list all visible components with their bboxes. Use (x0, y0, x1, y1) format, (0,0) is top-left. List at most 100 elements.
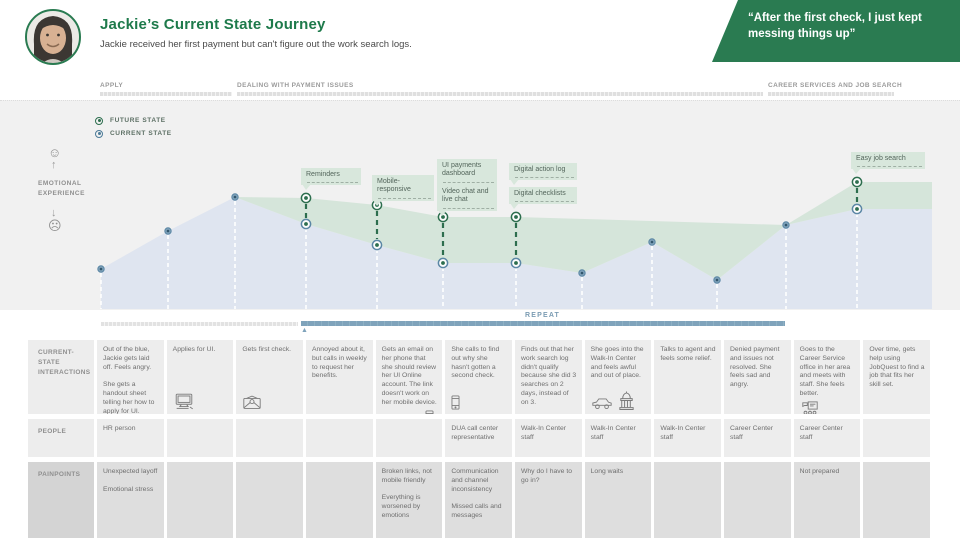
painpoint-cell-9 (654, 462, 721, 538)
painpoint-cell-11: Not prepared (793, 462, 861, 538)
interaction-cell-4: Annoyed about it, but calls in weekly to… (305, 340, 373, 414)
painpoint-cell-8: Long waits (584, 462, 652, 538)
current-state-point (578, 269, 586, 277)
current-state-point (164, 227, 172, 235)
future-state-area (235, 182, 932, 280)
arrow-up-icon: ↑ (51, 159, 57, 171)
interaction-cell-1: Out of the blue, Jackie gets laid off. F… (97, 340, 164, 414)
avatar (25, 9, 81, 65)
legend: FUTURE STATE CURRENT STATE (95, 114, 172, 140)
phase-label: APPLY (100, 82, 124, 89)
people-text: HR person (103, 425, 136, 432)
arrow-down-icon: ↓ (51, 206, 57, 219)
people-cell-10: Career Center staff (723, 419, 791, 457)
interaction-cell-2: Applies for UI. (166, 340, 234, 414)
people-text: DUA call center representative (451, 425, 499, 441)
legend-label: FUTURE STATE (110, 117, 166, 124)
people-cell-2 (166, 419, 234, 457)
painpoint-cell-1: Unexpected layoff Emotional stress (97, 462, 164, 538)
repeat-start-marker: ▲ (301, 327, 308, 334)
people-text: Walk-In Center staff (520, 425, 567, 441)
people-cell-6: DUA call center representative (445, 419, 512, 457)
painpoint-text: Broken links, not mobile friendly Everyt… (381, 468, 432, 520)
interaction-cell-6: She calls to find out why she hasn't got… (445, 340, 512, 414)
interaction-cell-12: Over time, gets help using JobQuest to f… (863, 340, 930, 414)
page-subtitle: Jackie received her first payment but ca… (100, 39, 412, 50)
row-header: PAINPOINTS (28, 462, 94, 538)
painpoint-cell-7: Why do I have to go in? (514, 462, 582, 538)
callout-digital-checklists: Digital checklists (509, 187, 577, 210)
people-cell-4 (305, 419, 373, 457)
interaction-text: Out of the blue, Jackie gets laid off. F… (103, 346, 155, 414)
people-cell-8: Walk-In Center staff (584, 419, 652, 457)
phase-span-bar (101, 322, 298, 326)
people-cell-11: Career Center staff (793, 419, 861, 457)
interaction-cell-9: Talks to agent and feels some relief. (654, 340, 721, 414)
repeat-label: REPEAT (524, 312, 561, 319)
people-cell-9: Walk-In Center staff (654, 419, 721, 457)
painpoint-text: Not prepared (799, 468, 840, 475)
interaction-text: Finds out that her work search log didn'… (520, 346, 577, 406)
future-state-point (300, 192, 312, 204)
people-cell-1: HR person (97, 419, 164, 457)
repeat-span-bar (301, 321, 785, 326)
current-state-point (97, 265, 105, 273)
interaction-cell-3: Gets first check. (236, 340, 303, 414)
painpoint-cell-12 (863, 462, 930, 538)
painpoint-cell-3 (236, 462, 303, 538)
callout-digital-action-log: Digital action log (509, 163, 577, 186)
row-header: CURRENT-STATE INTERACTIONS (28, 340, 94, 414)
title-block: Jackie’s Current State Journey Jackie re… (100, 16, 660, 50)
people-cell-7: Walk-In Center staff (514, 419, 582, 457)
quote-banner: “After the first check, I just kept mess… (712, 0, 960, 62)
current-state-point-ringed (851, 203, 863, 215)
interaction-text: She calls to find out why she hasn't got… (451, 346, 500, 380)
legend-dot-icon (95, 129, 103, 138)
legend-item: FUTURE STATE (95, 114, 172, 127)
current-state-point (713, 276, 721, 284)
sad-face-icon: ☹ (48, 217, 62, 233)
interaction-cell-5: Gets an email on her phone that she shou… (375, 340, 443, 414)
repeat-zone: REPEAT ▲ (0, 310, 960, 338)
painpoint-text: Communication and channel inconsistency … (451, 468, 502, 520)
people-cell-5 (375, 419, 443, 457)
current-state-point-ringed (371, 239, 383, 251)
phase-3: CAREER SERVICES AND JOB SEARCH (768, 82, 903, 96)
interaction-text: Applies for UI. (172, 346, 216, 353)
current-state-point (648, 238, 656, 246)
people-text: Walk-In Center staff (660, 425, 706, 441)
row-painpoints: PAINPOINTS Unexpected layoff Emotional st… (28, 462, 930, 538)
legend-item: CURRENT STATE (95, 127, 172, 140)
painpoint-text: Unexpected layoff Emotional stress (103, 468, 158, 493)
callout-reminders: Reminders (301, 168, 361, 191)
people-text: Career Center staff (729, 425, 774, 441)
people-cell-3 (236, 419, 303, 457)
journey-line-chart (97, 176, 932, 309)
interaction-text: Annoyed about it, but calls in weekly to… (311, 346, 367, 380)
people-text: Walk-In Center staff (590, 425, 636, 441)
interaction-cell-10: Denied payment and issues not resolved. … (723, 340, 791, 414)
phase-bar (100, 92, 232, 96)
painpoint-cell-10 (723, 462, 791, 538)
painpoint-cell-2 (166, 462, 234, 538)
phase-bar (237, 92, 763, 96)
current-state-point (782, 221, 790, 229)
phone-icon (382, 410, 438, 414)
callout-video-chat-and-live-chat: Video chat and live chat (437, 185, 497, 216)
interaction-text: Talks to agent and feels some relief. (660, 346, 716, 362)
interaction-text: Over time, gets help using JobQuest to f… (869, 346, 925, 389)
phase-1: APPLY (100, 82, 232, 96)
painpoint-cell-6: Communication and channel inconsistency … (445, 462, 512, 538)
current-state-point (231, 193, 239, 201)
interaction-text: Denied payment and issues not resolved. … (729, 346, 780, 389)
phase-label: CAREER SERVICES AND JOB SEARCH (768, 82, 903, 89)
interaction-cell-7: Finds out that her work search log didn'… (514, 340, 582, 414)
interaction-cell-8: She goes into the Walk-In Center and fee… (584, 340, 652, 414)
header: Jackie’s Current State Journey Jackie re… (0, 0, 960, 80)
interaction-text: Goes to the Career Service office in her… (799, 346, 851, 398)
phase-2: DEALING WITH PAYMENT ISSUES (237, 82, 763, 96)
